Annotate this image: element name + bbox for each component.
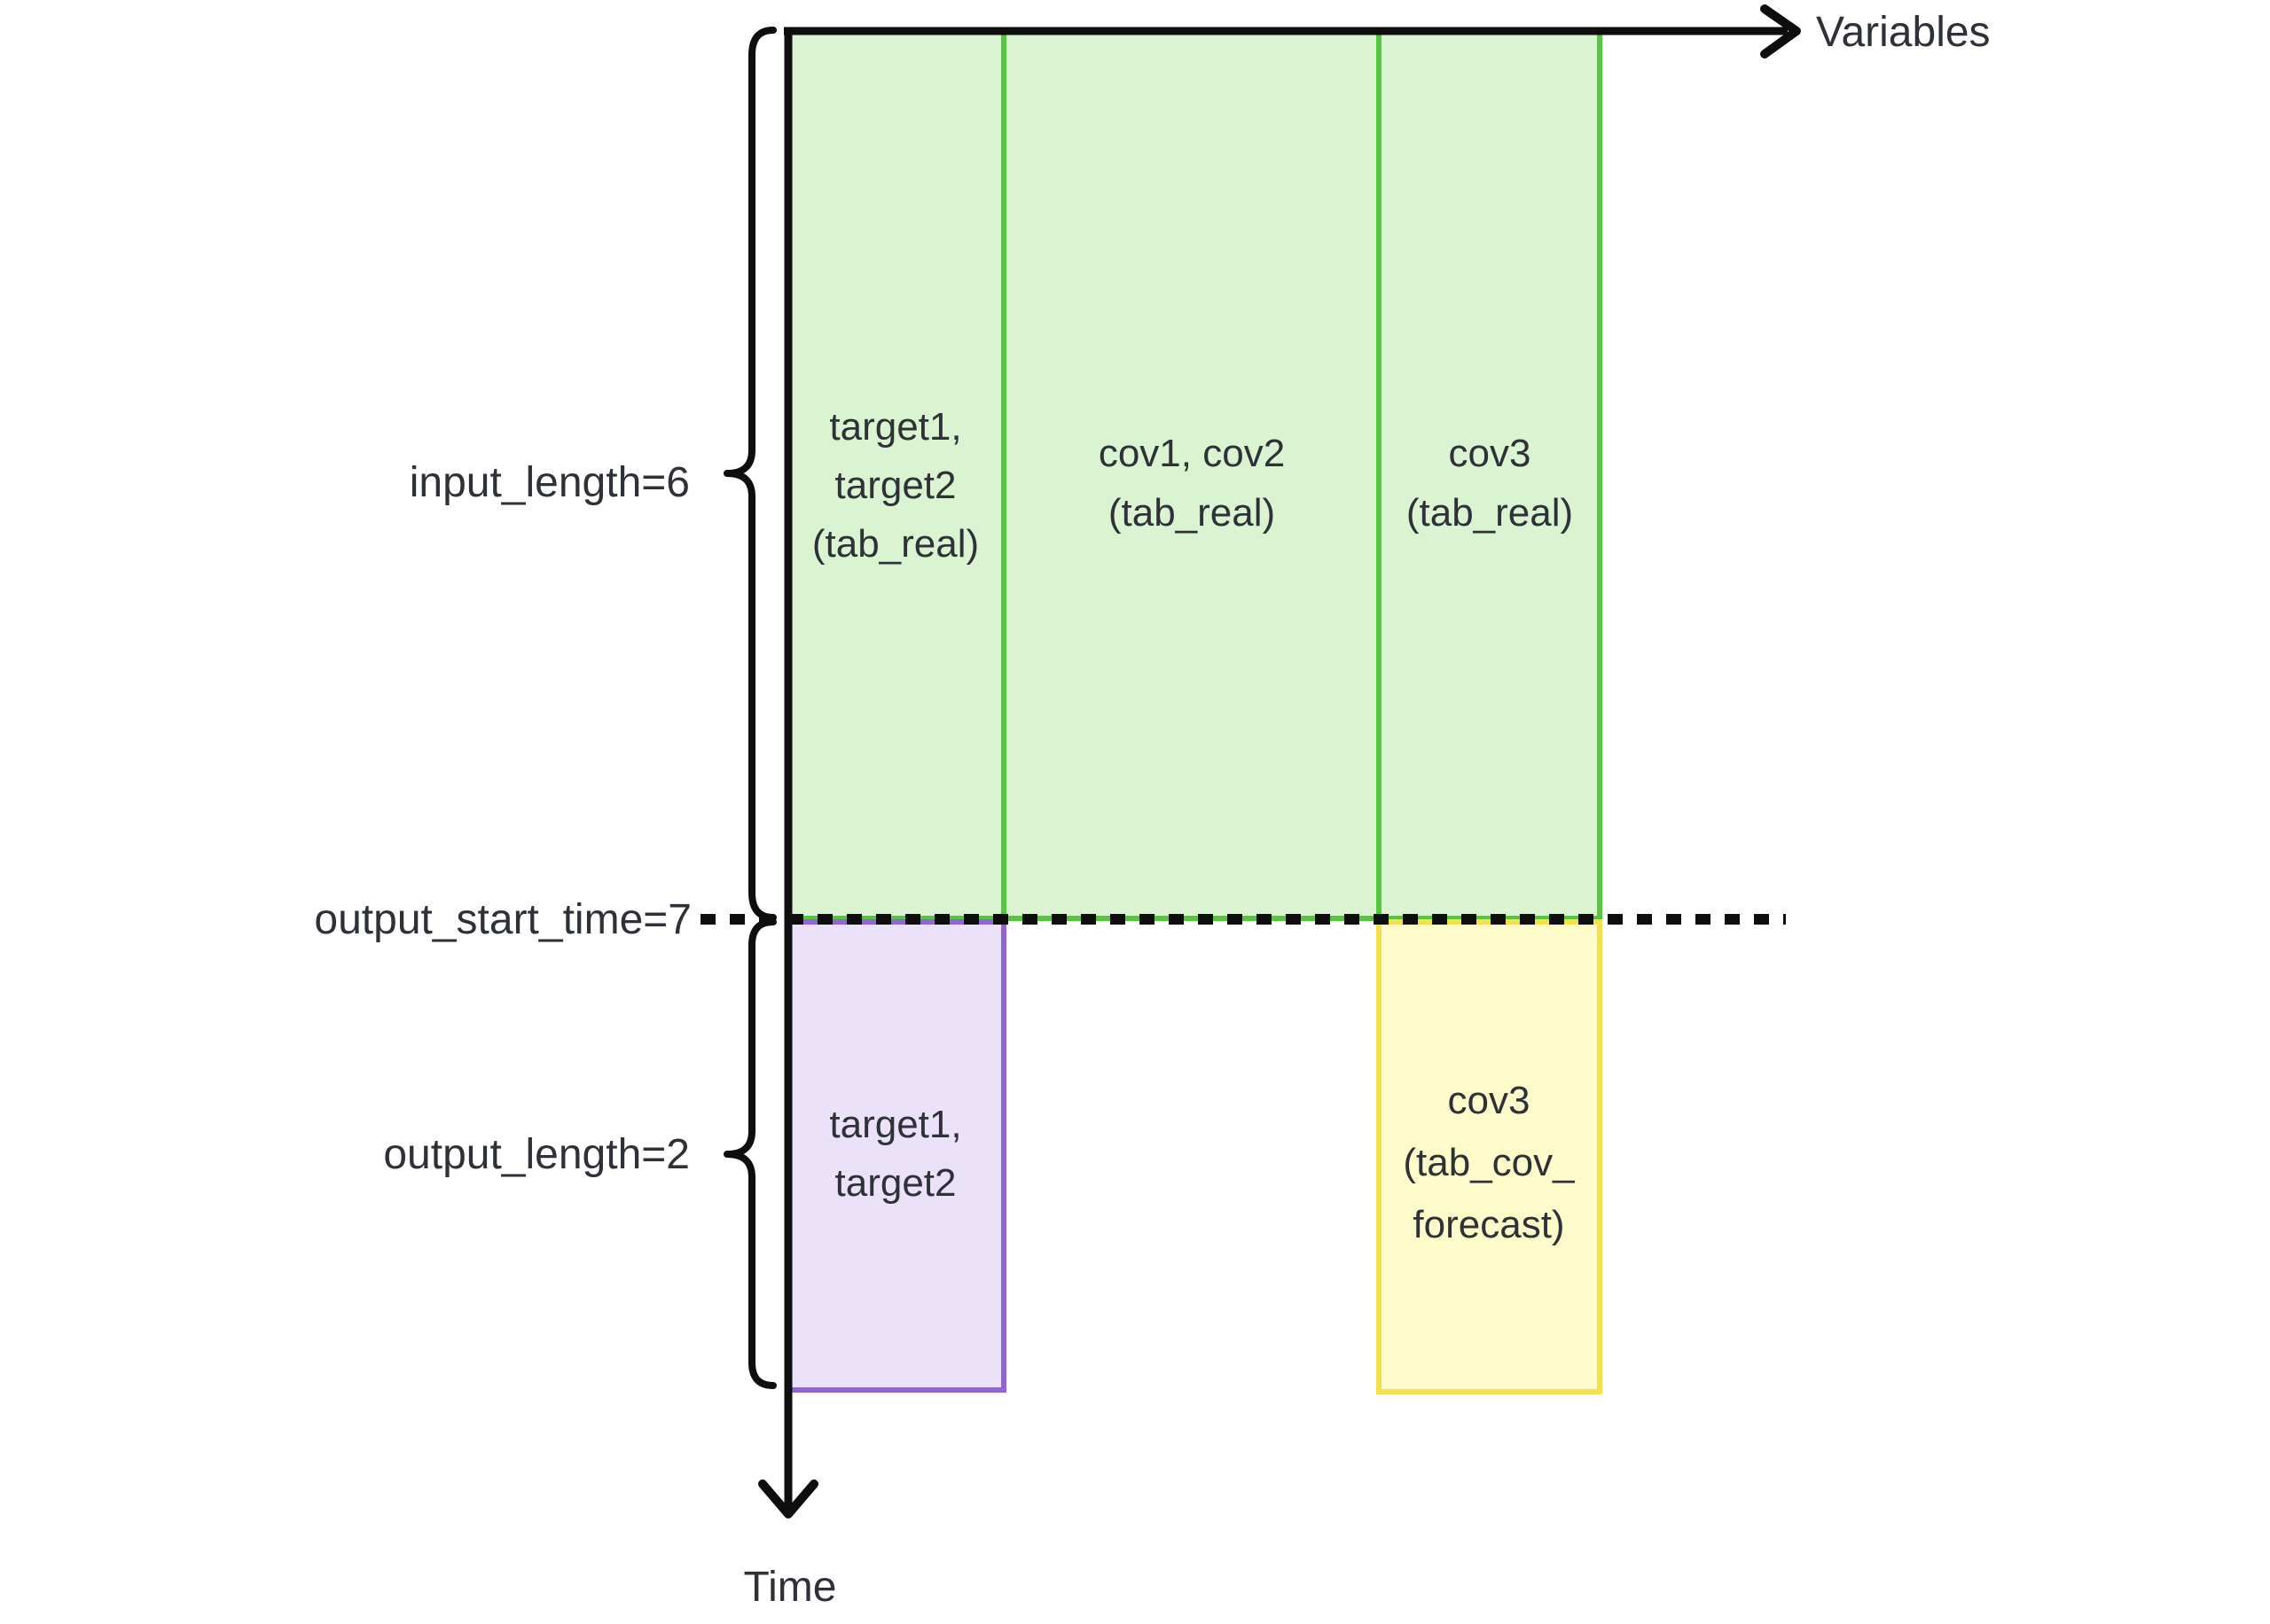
time-axis-arrowhead <box>758 1480 818 1519</box>
output-covariates-line1: cov3 <box>1448 1079 1530 1122</box>
time-axis-label: Time <box>744 1564 837 1611</box>
output-covariates-rect <box>1376 919 1602 1394</box>
input-col-cov3-line2: (tab_real) <box>1406 491 1573 535</box>
output-targets-rect <box>785 919 1006 1393</box>
input-length-brace <box>724 27 777 921</box>
output-start-time-label: output_start_time=7 <box>314 896 692 943</box>
output-covariates-line3: forecast) <box>1413 1203 1564 1246</box>
input-col-cov12-line2: (tab_real) <box>1108 491 1275 535</box>
output-length-label: output_length=2 <box>383 1131 690 1178</box>
output-targets-line1: target1, <box>829 1103 961 1146</box>
output-covariates-line2: (tab_cov_ <box>1403 1141 1575 1184</box>
input-col-cov12-text: cov1, cov2 (tab_real) <box>1099 432 1285 535</box>
input-col-targets-text: target1, target2 (tab_real) <box>812 405 979 566</box>
input-col-cov3-text: cov3 (tab_real) <box>1406 432 1573 535</box>
input-col-cov3-line1: cov3 <box>1449 432 1531 475</box>
variables-axis-label: Variables <box>1816 9 1991 56</box>
input-col-targets-line1: target1, <box>829 405 961 449</box>
input-col-targets-line3: (tab_real) <box>812 522 979 566</box>
output-targets-line2: target2 <box>835 1161 957 1205</box>
input-col-cov12-rect <box>1001 29 1382 921</box>
output-length-brace <box>724 918 777 1389</box>
input-col-targets-rect <box>785 29 1006 921</box>
output-targets-text: target1, target2 <box>829 1103 961 1205</box>
input-col-targets-line2: target2 <box>835 464 957 507</box>
input-length-label: input_length=6 <box>410 459 690 506</box>
output-covariates-text: cov3 (tab_cov_ forecast) <box>1403 1079 1575 1246</box>
input-col-cov3-rect <box>1376 29 1602 921</box>
variables-axis-arrowhead <box>1760 4 1801 59</box>
input-col-cov12-line1: cov1, cov2 <box>1099 432 1285 475</box>
